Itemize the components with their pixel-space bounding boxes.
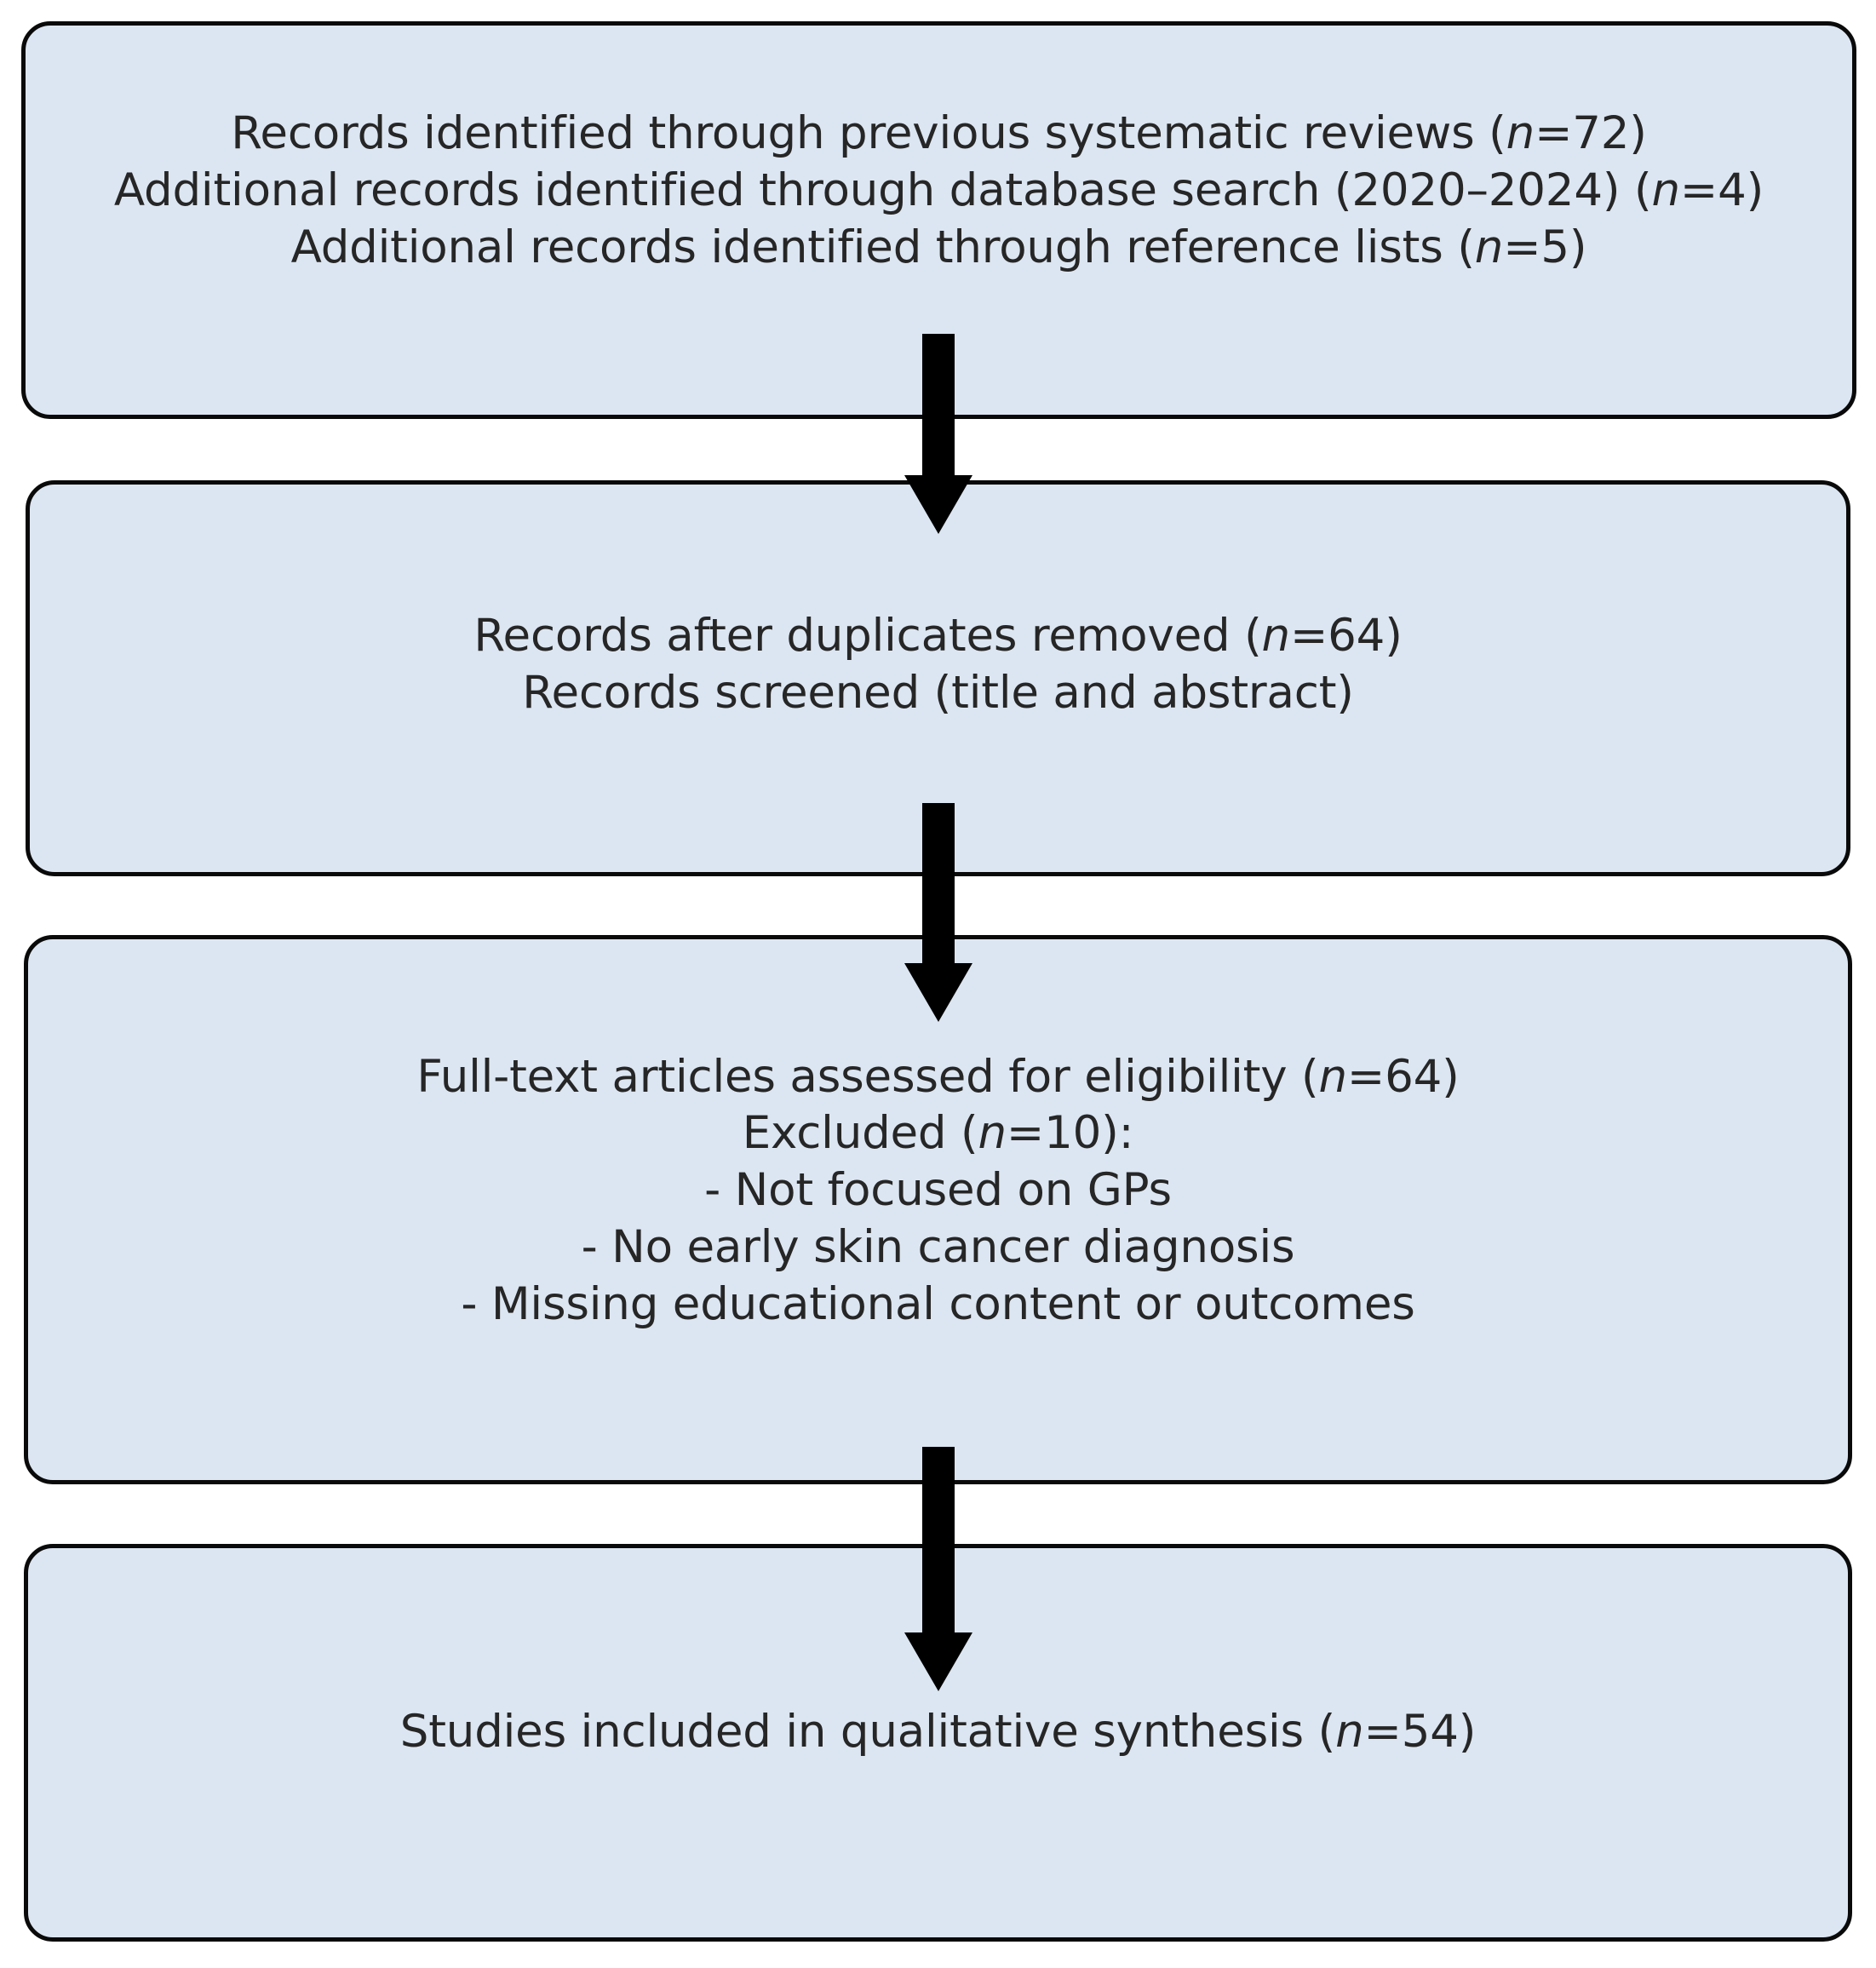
n-symbol: n xyxy=(1506,107,1535,160)
screening-box-text: Records after duplicates removed (n=64) … xyxy=(30,608,1846,722)
identification-line-2: Additional records identified through da… xyxy=(113,164,1764,217)
identification-box-text: Records identified through previous syst… xyxy=(26,106,1852,276)
n-symbol: n xyxy=(1261,609,1291,662)
eligibility-exclusion-3: - Missing educational content or outcome… xyxy=(461,1277,1415,1330)
included-box: Studies included in qualitative synthesi… xyxy=(24,1544,1852,1942)
screening-line-2: Records screened (title and abstract) xyxy=(522,666,1354,719)
included-box-text: Studies included in qualitative synthesi… xyxy=(28,1704,1848,1761)
identification-line-1: Records identified through previous syst… xyxy=(231,107,1647,160)
eligibility-box-text: Full-text articles assessed for eligibil… xyxy=(28,1049,1848,1334)
identification-line-3: Additional records identified through re… xyxy=(290,221,1587,273)
n-symbol: n xyxy=(978,1107,1007,1160)
n-symbol: n xyxy=(1335,1706,1364,1759)
eligibility-line-2: Excluded (n=10): xyxy=(742,1107,1134,1160)
n-symbol: n xyxy=(1651,164,1680,217)
eligibility-line-1: Full-text articles assessed for eligibil… xyxy=(416,1050,1460,1103)
n-symbol: n xyxy=(1318,1050,1348,1103)
eligibility-box: Full-text articles assessed for eligibil… xyxy=(24,935,1852,1484)
screening-box: Records after duplicates removed (n=64) … xyxy=(26,480,1850,876)
n-symbol: n xyxy=(1474,221,1504,273)
eligibility-exclusion-2: - No early skin cancer diagnosis xyxy=(581,1220,1295,1273)
identification-box: Records identified through previous syst… xyxy=(21,21,1856,419)
included-line-1: Studies included in qualitative synthesi… xyxy=(399,1706,1477,1759)
eligibility-exclusion-1: - Not focused on GPs xyxy=(704,1164,1172,1217)
screening-line-1: Records after duplicates removed (n=64) xyxy=(473,609,1403,662)
